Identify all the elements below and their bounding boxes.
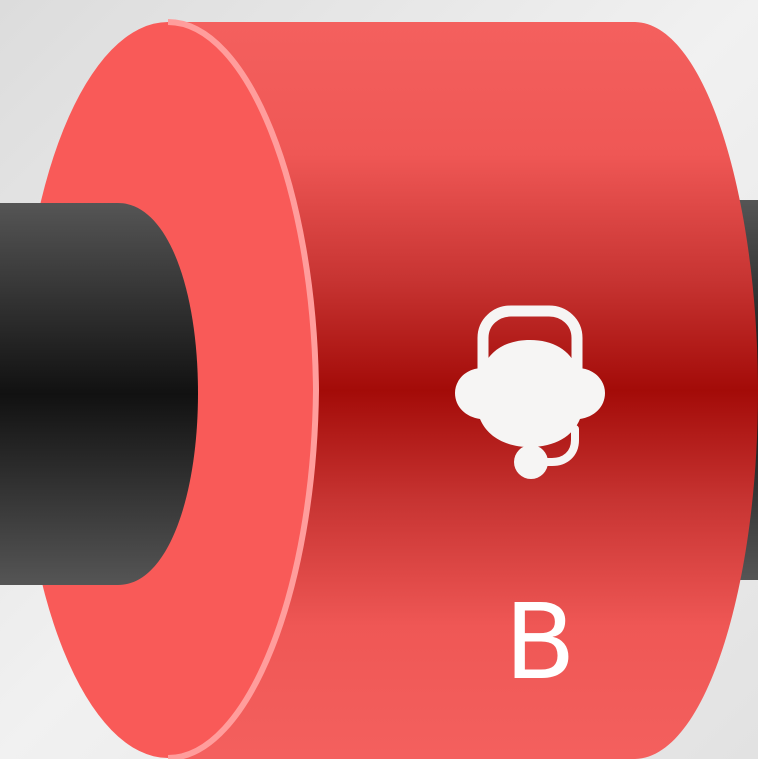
segment-letter-label: B [470, 590, 610, 694]
left-connector [0, 203, 198, 585]
